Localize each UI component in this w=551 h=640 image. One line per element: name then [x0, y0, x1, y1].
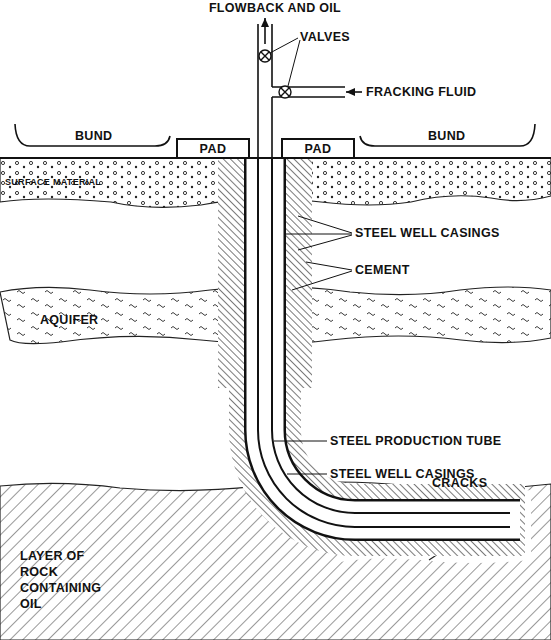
part-label: STEEL WELL CASINGS — [355, 226, 500, 241]
bund — [15, 124, 170, 146]
part-label: AQUIFER — [40, 313, 98, 328]
part-label: STEEL PRODUCTION TUBE — [330, 434, 501, 449]
bund — [360, 124, 535, 146]
flow-arrow — [264, 18, 266, 44]
borehole — [265, 158, 525, 520]
pad-box: PAD — [281, 138, 355, 159]
leader-lines — [270, 38, 352, 474]
part-label: FLOWBACK AND OIL — [190, 1, 360, 16]
part-label: SURFACE MATERIAL — [5, 177, 101, 188]
valve-symbol — [259, 50, 291, 98]
pad-label: PAD — [305, 142, 332, 156]
part-label: VALVES — [300, 30, 350, 45]
input-arrow — [346, 91, 362, 93]
part-label: BUND — [75, 129, 112, 144]
pad-box: PAD — [176, 138, 250, 159]
pad-label: PAD — [200, 142, 227, 156]
part-label: LAYER OF ROCK CONTAINING OIL — [20, 548, 120, 612]
part-label: FRACKING FLUID — [366, 85, 476, 100]
part-label: CRACKS — [432, 476, 487, 491]
part-label: CEMENT — [355, 263, 410, 278]
ground-line — [0, 157, 551, 159]
part-label: BUND — [428, 129, 465, 144]
